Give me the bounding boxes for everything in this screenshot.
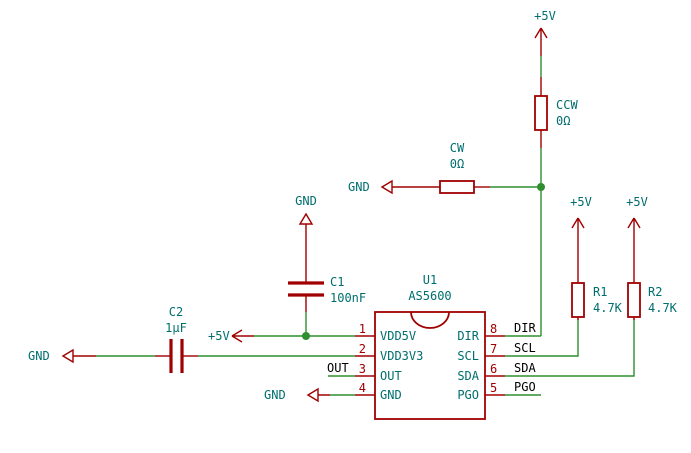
net-label-dir: DIR	[514, 321, 536, 335]
net-label-sda: SDA	[514, 361, 536, 375]
net-label-scl: SCL	[514, 341, 536, 355]
resistor-ccw: CCW 0Ω	[534, 77, 578, 148]
junction-cw	[537, 183, 545, 191]
pin-name-pgo: PGO	[457, 388, 479, 402]
ccw-ref: CCW	[556, 98, 578, 112]
vcc-label-left: +5V	[208, 329, 230, 343]
pin-num-7: 7	[490, 342, 497, 356]
gnd-symbol-c2: GND	[28, 348, 96, 364]
vcc-symbol-left: +5V	[208, 329, 254, 343]
ic-u1: U1 AS5600 1 2 3 4 VDD5V VDD3V3 OUT GND 8…	[355, 273, 505, 420]
gnd-label-c2: GND	[28, 349, 50, 363]
vcc-label-r1: +5V	[570, 195, 592, 209]
capacitor-c1: C1 100nF	[288, 224, 366, 312]
pin-num-3: 3	[359, 362, 366, 376]
pin-num-5: 5	[490, 381, 497, 395]
capacitor-c2: C2 1µF	[155, 305, 198, 373]
pin-name-vdd3v3: VDD3V3	[380, 349, 423, 363]
vcc-label-r2: +5V	[626, 195, 648, 209]
pin-name-vdd5v: VDD5V	[380, 329, 416, 343]
u1-value: AS5600	[408, 289, 451, 303]
gnd-symbol-u1: GND	[264, 387, 330, 403]
c2-ref: C2	[169, 305, 183, 319]
pin-name-scl: SCL	[457, 349, 479, 363]
wire-scl	[505, 319, 579, 357]
resistor-r2: R2 4.7K	[627, 264, 678, 320]
pin-num-6: 6	[490, 362, 497, 376]
resistor-r1: R1 4.7K	[571, 264, 623, 320]
pin-num-1: 1	[359, 322, 366, 336]
gnd-symbol-cw: GND	[348, 179, 414, 195]
pin-name-gnd: GND	[380, 388, 402, 402]
vcc-label-top: +5V	[534, 9, 556, 23]
pin-name-sda: SDA	[457, 369, 479, 383]
pin-name-dir: DIR	[457, 329, 479, 343]
pin-name-out: OUT	[380, 369, 402, 383]
gnd-symbol-c1: GND	[295, 194, 317, 225]
r2-ref: R2	[648, 285, 662, 299]
gnd-label-c1: GND	[295, 194, 317, 208]
pin-num-2: 2	[359, 342, 366, 356]
pin-num-4: 4	[359, 381, 366, 395]
resistor-cw: CW 0Ω	[414, 141, 490, 194]
net-label-out: OUT	[327, 361, 349, 375]
vcc-symbol-r2: +5V	[626, 195, 648, 264]
cw-ref: CW	[450, 141, 465, 155]
vcc-symbol-top: +5V	[534, 9, 556, 56]
r1-ref: R1	[593, 285, 607, 299]
cw-value: 0Ω	[450, 157, 464, 171]
c1-value: 100nF	[330, 291, 366, 305]
net-label-pgo: PGO	[514, 380, 536, 394]
c2-value: 1µF	[165, 321, 187, 335]
u1-ref: U1	[423, 273, 437, 287]
c1-ref: C1	[330, 275, 344, 289]
wire-sda	[505, 319, 635, 377]
ccw-value: 0Ω	[556, 114, 570, 128]
pin-num-8: 8	[490, 322, 497, 336]
vcc-symbol-r1: +5V	[570, 195, 592, 264]
r1-value: 4.7K	[593, 301, 623, 315]
gnd-label-u1: GND	[264, 388, 286, 402]
r2-value: 4.7K	[648, 301, 678, 315]
gnd-label-cw: GND	[348, 180, 370, 194]
